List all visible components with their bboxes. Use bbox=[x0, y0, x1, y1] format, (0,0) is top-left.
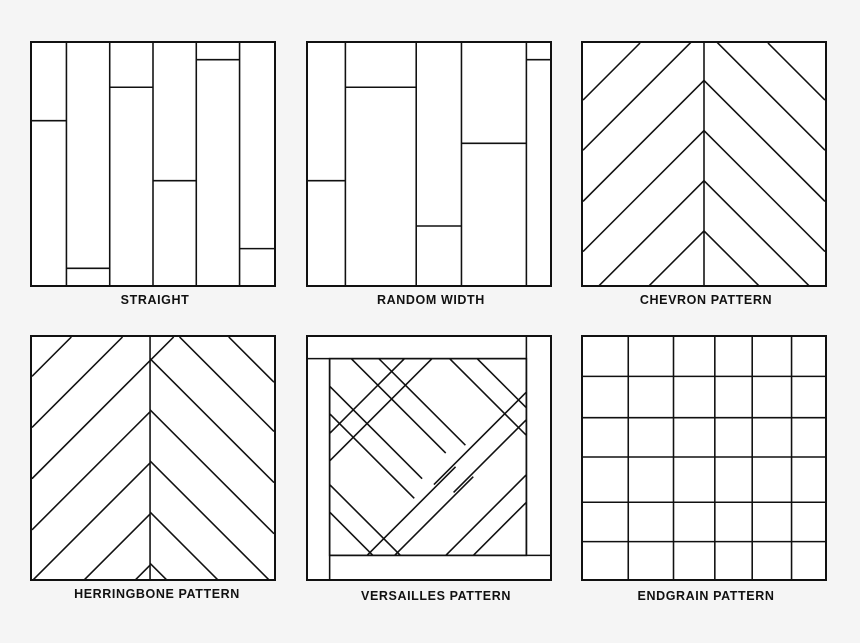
straight-pattern-tile bbox=[30, 41, 276, 287]
chevron-pattern-drawing bbox=[583, 43, 825, 285]
random-width-pattern-drawing bbox=[308, 43, 550, 285]
chevron-pattern-tile bbox=[581, 41, 827, 287]
random-width-pattern-tile bbox=[306, 41, 552, 287]
random-width-label: RANDOM WIDTH bbox=[377, 293, 485, 307]
versailles-label: VERSAILLES PATTERN bbox=[361, 589, 511, 603]
endgrain-label: ENDGRAIN PATTERN bbox=[637, 589, 775, 603]
straight-label: STRAIGHT bbox=[120, 293, 190, 307]
endgrain-pattern-tile bbox=[581, 335, 827, 581]
versailles-pattern-drawing bbox=[308, 337, 550, 579]
herringbone-pattern-drawing bbox=[32, 337, 274, 579]
versailles-pattern-tile bbox=[306, 335, 552, 581]
endgrain-pattern-drawing bbox=[583, 337, 825, 579]
herringbone-label: HERRINGBONE PATTERN bbox=[74, 587, 240, 601]
chevron-label: CHEVRON PATTERN bbox=[639, 293, 773, 307]
herringbone-pattern-tile bbox=[30, 335, 276, 581]
straight-pattern-drawing bbox=[32, 43, 274, 285]
